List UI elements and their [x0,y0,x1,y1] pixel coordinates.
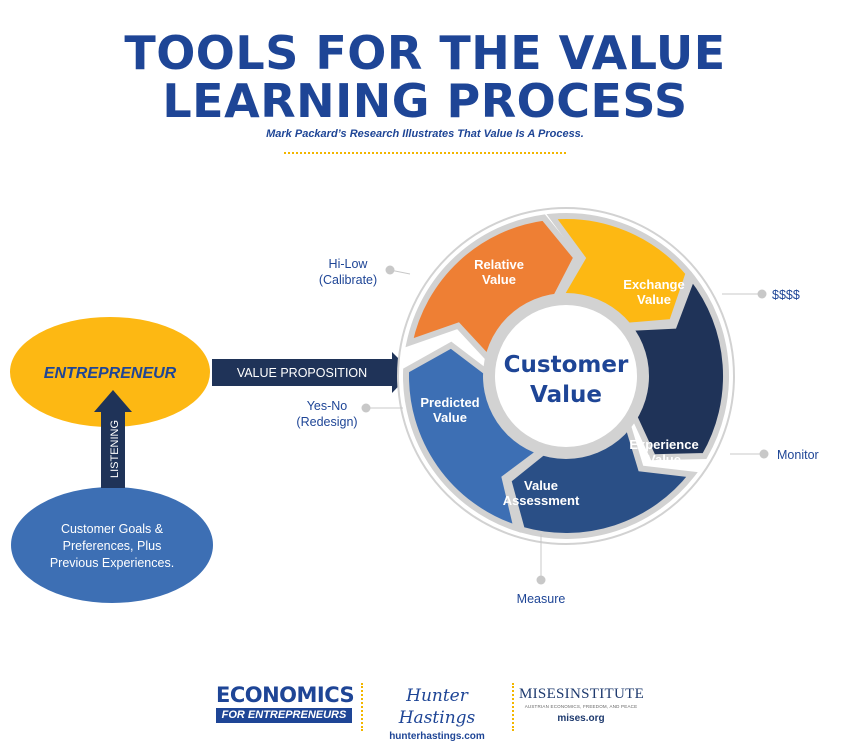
customer-goals-line1: Customer Goals & [61,522,164,536]
exchange-value-line2: Value [637,292,671,307]
relative-annotation-line2: (Calibrate) [319,273,377,287]
customer-value-line1: Customer [504,352,629,378]
value-proposition-label: VALUE PROPOSITION [237,366,367,380]
title-divider [284,152,566,154]
relative-value-line1: Relative [474,257,524,272]
mises-institute-logo[interactable]: MISESINSTITUTE AUSTRIAN ECONOMICS, FREED… [519,685,645,724]
mises-institute-url[interactable]: mises.org [557,713,605,724]
listening-label: LISTENING [109,420,121,478]
relative-annotation-line1: Hi-Low [329,257,369,271]
value-assessment-line2: Assessment [503,493,580,508]
economics-for-entrepreneurs-logo[interactable]: ECONOMICS FOR ENTREPRENEURS [216,683,355,723]
footer-logos: ECONOMICS FOR ENTREPRENEURS Hunter Hasti… [0,683,850,742]
econ-logo-bottom: FOR ENTREPRENEURS [216,708,352,723]
customer-goals-ellipse [11,487,213,603]
experience-value-line1: Experience [629,437,698,452]
page-subtitle: Mark Packard’s Research Illustrates That… [266,128,584,140]
exchange-annotation: $$$$ [772,288,800,302]
relative-value-line2: Value [482,272,516,287]
predicted-value-line2: Value [433,410,467,425]
footer-divider-1 [361,683,363,731]
predicted-value-line1: Predicted [420,395,479,410]
econ-logo-top: ECONOMICS [216,683,355,707]
listening-bar [101,410,125,488]
exchange-connector-dot [757,289,767,299]
customer-value-line2: Value [530,382,602,408]
listening-arrowhead [94,390,132,412]
predicted-annotation-line2: (Redesign) [296,415,357,429]
predicted-connector-dot [361,403,371,413]
footer-divider-2 [512,683,514,731]
value-proposition-bar [212,359,394,386]
mises-institute-tagline: AUSTRIAN ECONOMICS, FREEDOM, AND PEACE [524,704,638,709]
value-process-diagram: ENTREPRENEUR VALUE PROPOSITION Customer … [10,207,819,606]
assessment-annotation: Measure [517,592,566,606]
assessment-connector-dot [536,575,546,585]
predicted-annotation-line1: Yes-No [307,399,348,413]
entrepreneur-label: ENTREPRENEUR [44,365,177,382]
customer-goals-line2: Preferences, Plus [63,539,162,553]
experience-value-line2: Value [647,452,681,467]
cycle-segments [403,213,729,539]
relative-connector-dot [385,265,395,275]
value-assessment-line1: Value [524,478,558,493]
page-title-line2: LEARNING PROCESS [162,74,688,128]
experience-connector-dot [759,449,769,459]
hunter-hastings-url[interactable]: hunterhastings.com [389,731,485,742]
exchange-value-line1: Exchange [623,277,684,292]
hunter-hastings-name: Hunter Hastings [398,686,476,728]
hunter-hastings-logo[interactable]: Hunter Hastings hunterhastings.com [368,685,506,742]
entrepreneur-ellipse [10,317,210,427]
customer-goals-line3: Previous Experiences. [50,556,174,570]
mises-institute-name: MISESINSTITUTE [519,686,645,702]
experience-annotation: Monitor [777,448,819,462]
customer-value-circle [495,305,637,447]
page-title-line1: TOOLS FOR THE VALUE [124,26,726,80]
